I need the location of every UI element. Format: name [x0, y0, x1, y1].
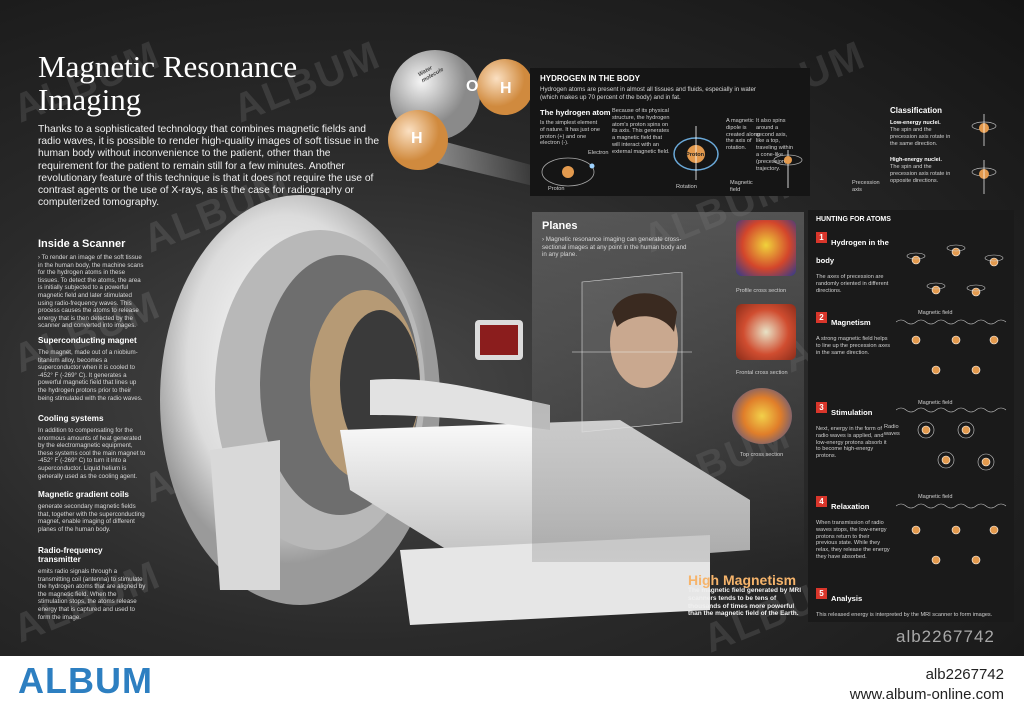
- hydrogen-heading: HYDROGEN IN THE BODY: [540, 74, 641, 83]
- high-magnetism-text: The magnetic field generated by MRI scan…: [688, 587, 802, 618]
- proton-inner-label: Proton: [686, 152, 705, 158]
- step-title: Analysis: [831, 594, 863, 603]
- footer-bar: [0, 656, 1024, 710]
- magnetic-field-label: Magnetic field: [918, 494, 953, 500]
- low-energy-text: The spin and the precession axis rotate …: [890, 127, 951, 147]
- hunting-step: 3Stimulation Next, energy in the form of…: [816, 402, 890, 460]
- hydrogen-atom-diagram: [541, 157, 595, 187]
- spin-text: Because of its physical structure, the h…: [612, 108, 670, 155]
- mri-scanner-illustration: [160, 195, 750, 625]
- profile-caption: Profile cross section: [736, 288, 787, 294]
- magnetic-field-label: Magnetic field: [918, 400, 953, 406]
- step-title: Relaxation: [831, 502, 870, 511]
- low-energy-label: Low-energy nuclei.: [890, 120, 941, 126]
- scanner-section: Inside a Scanner › To render an image of…: [38, 238, 146, 330]
- frontal-caption: Frontal cross section: [736, 370, 788, 376]
- cooling-title: Cooling systems: [38, 414, 104, 423]
- hydrogen-letter: H: [411, 130, 423, 147]
- electron-label: Electron: [588, 150, 609, 156]
- classification-title: Classification: [890, 106, 943, 115]
- hydrogen-letter: H: [500, 80, 512, 97]
- hunting-step: 1Hydrogen in the body The axes of preces…: [816, 232, 890, 294]
- hydrogen-atom-title: The hydrogen atom: [540, 108, 611, 117]
- step-text: A strong magnetic field helps to line up…: [816, 336, 891, 356]
- hunting-step: 5Analysis This released energy is interp…: [816, 588, 992, 619]
- magnet-section: Superconducting magnet The magnet, made …: [38, 336, 146, 402]
- profile-scan-image: [736, 220, 796, 276]
- cooling-text: In addition to compensating for the enor…: [38, 427, 146, 480]
- scanner-title: Inside a Scanner: [38, 238, 126, 250]
- classification-diagram: [971, 114, 997, 194]
- proton-spin-diagram: [673, 126, 719, 180]
- album-logo: ALBUM: [18, 660, 153, 701]
- step-number: 5: [816, 588, 827, 599]
- magnet-text: The magnet, made out of a niobium-titani…: [38, 349, 143, 402]
- step-number: 3: [816, 402, 827, 413]
- precession-diagrams: [896, 244, 1007, 565]
- frontal-scan-image: [736, 304, 796, 360]
- gradient-section: Magnetic gradient coils generate seconda…: [38, 490, 146, 533]
- high-energy-label: High-energy nuclei.: [890, 157, 942, 163]
- radio-waves-label: Radio waves: [884, 424, 900, 437]
- high-energy-text: The spin and the precession axis rotate …: [890, 164, 951, 184]
- high-magnetism-title: High Magnetism: [688, 572, 797, 588]
- precession-axis-label: Precession axis: [852, 180, 880, 193]
- step-text: When transmission of radio waves stops, …: [816, 520, 890, 560]
- rf-text: emits radio signals through a transmitti…: [38, 568, 146, 621]
- step-number: 4: [816, 496, 827, 507]
- hunting-step: 4Relaxation When transmission of radio w…: [816, 496, 890, 561]
- planes-panel: Planes › Magnetic resonance imaging can …: [532, 212, 804, 562]
- step-number: 2: [816, 312, 827, 323]
- water-molecule-graphic: [388, 50, 550, 190]
- precession-top-diagram: [773, 150, 803, 188]
- step-text: Next, energy in the form of radio waves …: [816, 426, 887, 460]
- step-text: This released energy is interpreted by t…: [816, 612, 993, 618]
- proton-label: Proton: [548, 186, 565, 192]
- rotation-label: Rotation: [676, 184, 697, 190]
- magnetic-field-label: Magnetic field: [730, 180, 753, 193]
- infographic-poster: ALBUM ALBUM ALBUM ALBUM ALBUM ALBUM ALBU…: [0, 0, 1024, 656]
- gradient-text: generate secondary magnetic fields that,…: [38, 503, 145, 533]
- footer-url-link[interactable]: www.album-online.com: [849, 686, 1004, 703]
- dipole-text: A magnetic dipole is created along the a…: [726, 118, 760, 152]
- hydrogen-text: Hydrogen atoms are present in almost all…: [540, 86, 756, 101]
- poster-image-id: alb2267742: [896, 627, 995, 646]
- step-title: Magnetism: [831, 318, 871, 327]
- classification-panel: Classification Low-energy nuclei. The sp…: [880, 100, 1012, 200]
- hydrogen-atom-text: Is the simplest element of nature. It ha…: [540, 120, 601, 147]
- magnetic-field-label: Magnetic field: [918, 310, 953, 316]
- second-axis-text: It also spins around a second axis, like…: [756, 118, 793, 172]
- footer-image-id: alb2267742: [925, 666, 1004, 683]
- step-title: Hydrogen in the body: [816, 238, 889, 265]
- hunting-title: HUNTING FOR ATOMS: [816, 216, 891, 223]
- scanner-text: › To render an image of the soft tissue …: [38, 254, 144, 330]
- rf-title: Radio-frequency transmitter: [38, 546, 103, 564]
- page-title: Magnetic Resonance Imaging: [38, 49, 298, 117]
- top-caption: Top cross section: [740, 452, 784, 458]
- gradient-title: Magnetic gradient coils: [38, 490, 129, 499]
- hunting-step: 2Magnetism A strong magnetic field helps…: [816, 312, 890, 356]
- step-number: 1: [816, 232, 827, 243]
- head-planes-graphic: [572, 272, 692, 433]
- step-title: Stimulation: [831, 408, 873, 417]
- planes-text: › Magnetic resonance imaging can generat…: [542, 236, 687, 259]
- oxygen-letter: O: [466, 78, 479, 95]
- hunting-panel: HUNTING FOR ATOMS 1Hydrogen in the body …: [808, 210, 1014, 622]
- planes-title: Planes: [542, 220, 578, 232]
- step-text: The axes of precession are randomly orie…: [816, 274, 889, 294]
- magnet-title: Superconducting magnet: [38, 336, 137, 345]
- top-scan-image: [732, 388, 792, 444]
- hydrogen-atom-shape: [388, 110, 448, 170]
- rf-section: Radio-frequency transmitter emits radio …: [38, 546, 146, 621]
- intro-text: Thanks to a sophisticated technology tha…: [38, 124, 380, 209]
- hydrogen-atom-shape: [477, 59, 533, 115]
- cooling-section: Cooling systems In addition to compensat…: [38, 414, 146, 480]
- hydrogen-panel: HYDROGEN IN THE BODY Hydrogen atoms are …: [530, 68, 810, 196]
